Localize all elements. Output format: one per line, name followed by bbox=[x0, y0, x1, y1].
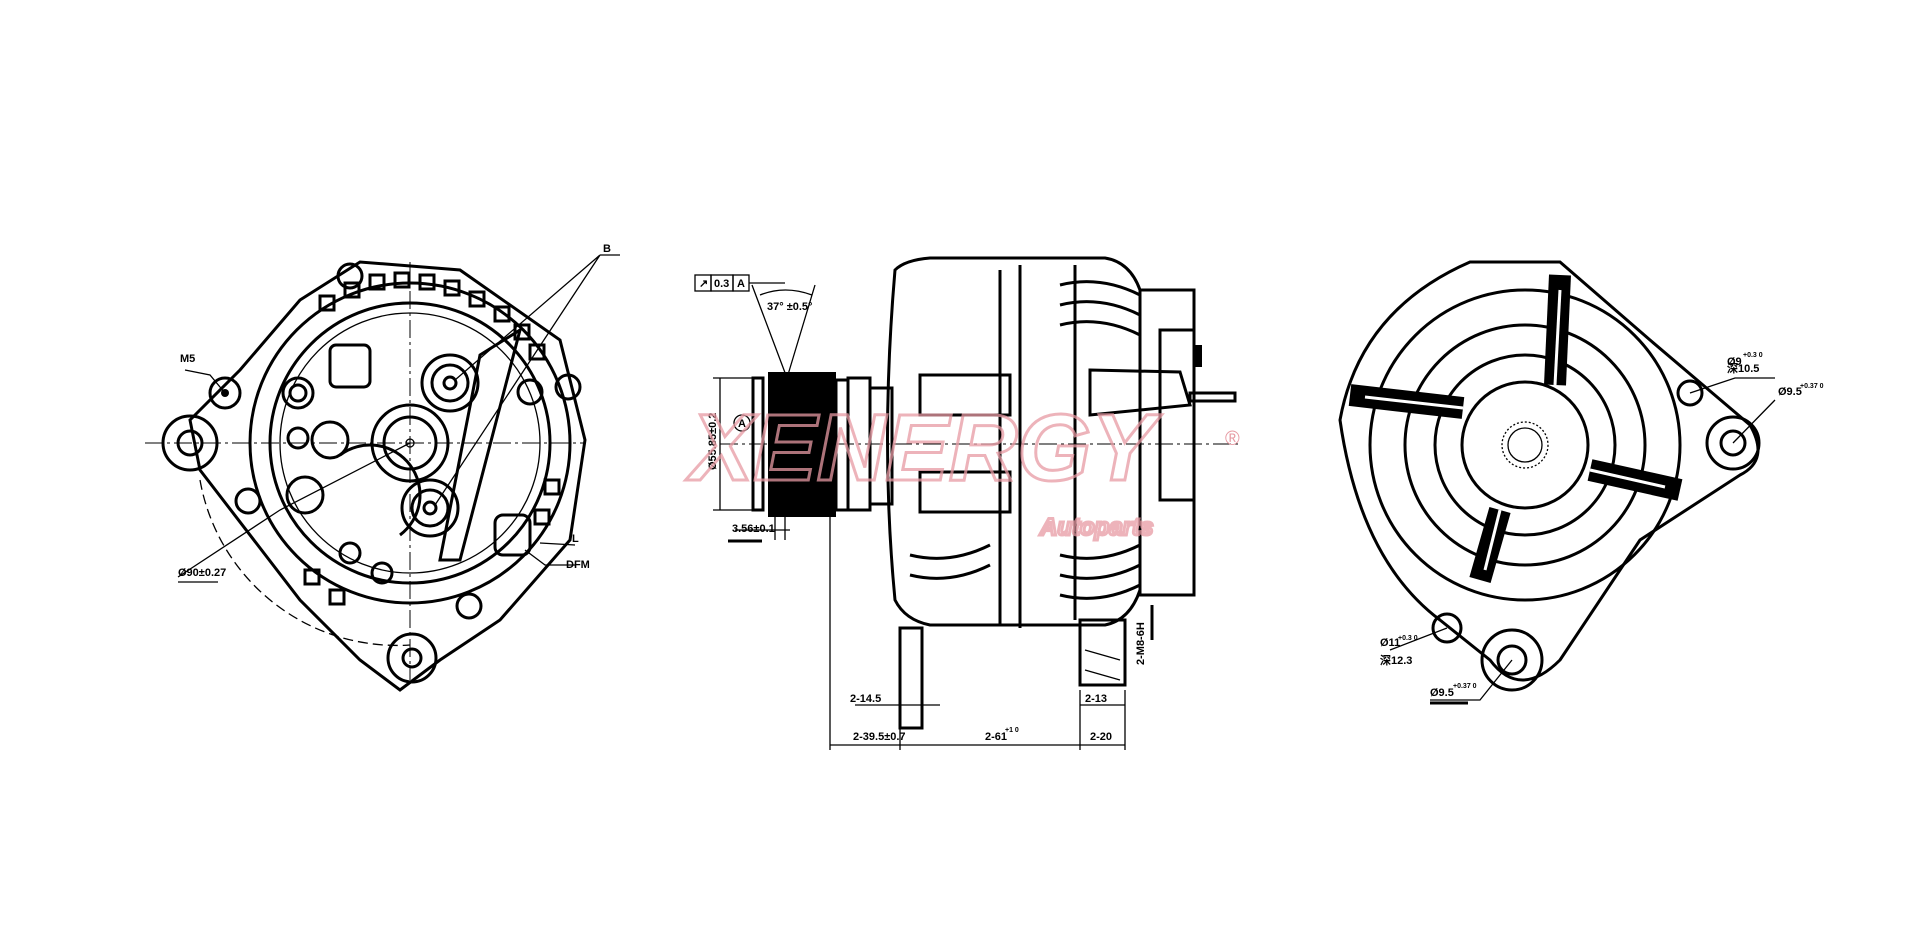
hole-bottom-tol: +0.37 0 bbox=[1453, 683, 1477, 690]
mount-ear-left bbox=[161, 414, 219, 472]
hole-right-dia: Ø9.5 bbox=[1778, 386, 1802, 398]
hole-top-dia: Ø9 bbox=[1727, 356, 1742, 368]
thread-spec: 2-M8-6H bbox=[1135, 622, 1147, 665]
tolerance-datum: A bbox=[737, 278, 745, 290]
label-dfm: DFM bbox=[566, 559, 590, 571]
hole-bl-tol: +0.3 0 bbox=[1398, 635, 1418, 642]
svg-text:®: ® bbox=[1225, 428, 1240, 450]
rear-view: B M5 Ø90±0.27 L DFM bbox=[145, 243, 620, 692]
connector-dfm bbox=[493, 513, 532, 557]
datum-marker: A bbox=[738, 418, 746, 430]
hole-bottom-dia: Ø9.5 bbox=[1430, 687, 1454, 699]
groove-pitch: 3.56±0.1 bbox=[732, 523, 775, 535]
hole-top-tol: +0.3 0 bbox=[1743, 352, 1763, 359]
pulley-diameter: Ø55.85±0.2 bbox=[707, 413, 719, 470]
dim-14-5: 2-14.5 bbox=[850, 693, 881, 705]
svg-text:Autoparts: Autoparts bbox=[1039, 514, 1153, 541]
label-l: L bbox=[572, 533, 579, 545]
label-m5: M5 bbox=[180, 353, 195, 365]
dim-61-tolerance: +1 0 bbox=[1005, 727, 1019, 734]
dim-61: 2-61 bbox=[985, 731, 1007, 743]
dim-39-5: 2-39.5±0.7 bbox=[853, 731, 906, 743]
hole-bl-depth: 深12.3 bbox=[1380, 653, 1412, 667]
xenergy-watermark-logo: XENERGY Autoparts ® bbox=[684, 394, 1241, 543]
groove-angle: 37° ±0.5° bbox=[767, 301, 812, 313]
mount-ear-bottom bbox=[386, 632, 438, 684]
terminal-b-upper bbox=[420, 353, 480, 413]
label-b: B bbox=[603, 243, 611, 255]
hole-bl-dia: Ø11 bbox=[1380, 637, 1400, 649]
hole-top-depth: 深10.5 bbox=[1727, 361, 1759, 375]
hole-right-tol: +0.37 0 bbox=[1800, 383, 1824, 390]
svg-text:XENERGY: XENERGY bbox=[685, 395, 1162, 501]
label-diameter: Ø90±0.27 bbox=[178, 567, 226, 579]
runout-symbol: ↗ bbox=[699, 278, 708, 290]
terminal-b-lower bbox=[400, 478, 460, 538]
tolerance-value: 0.3 bbox=[714, 278, 729, 290]
front-view: Ø9 +0.3 0 深10.5 Ø9.5 +0.37 0 Ø11 +0.3 0 … bbox=[1338, 260, 1824, 705]
side-view: ↗ 0.3 A 37° ±0.5° A Ø55.85±0.2 3.56±0.1 bbox=[694, 256, 1240, 750]
dim-13: 2-13 bbox=[1085, 693, 1107, 705]
dim-20: 2-20 bbox=[1090, 731, 1112, 743]
